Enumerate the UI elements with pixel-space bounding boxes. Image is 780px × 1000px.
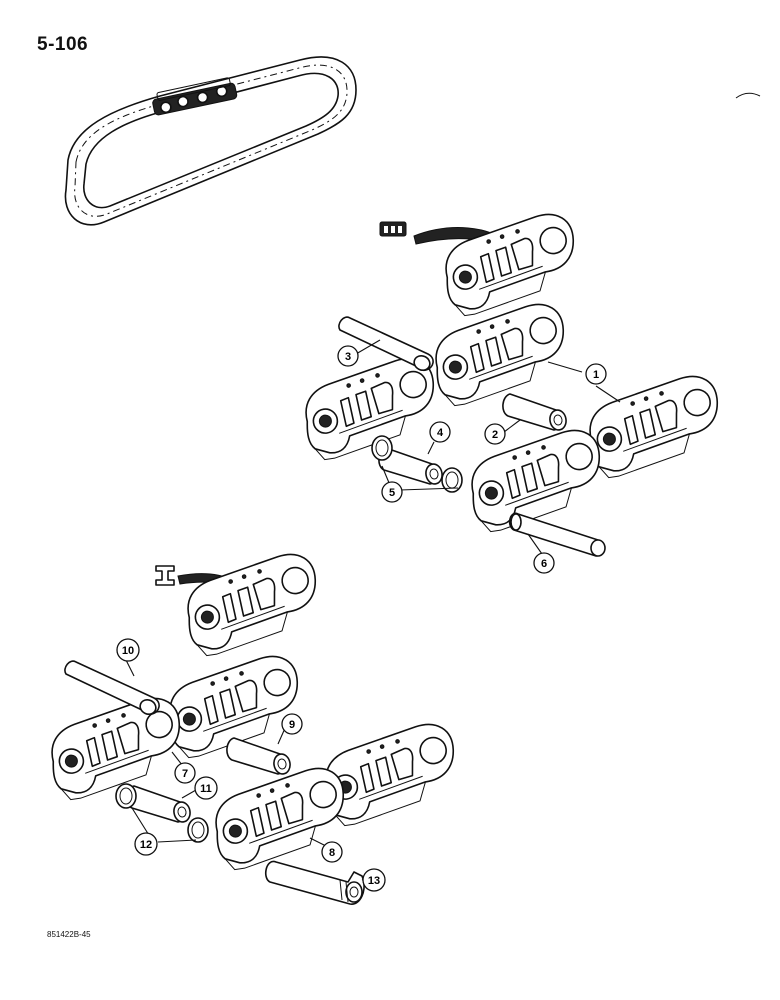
callout-label: 2 [492,429,498,441]
lower-link-right [318,720,463,829]
page-number: 5-106 [37,34,89,55]
callout-4: 4 [429,421,451,443]
callout-label: 8 [329,847,335,859]
upper-pin-6 [508,512,606,557]
callout-label: 1 [593,369,599,381]
track-chain-loop [64,56,357,226]
callout-9: 9 [281,713,303,735]
lower-pin-10 [64,660,160,718]
callout-label: 5 [389,487,395,499]
callout-1: 1 [585,363,607,385]
callout-label: 10 [122,645,134,657]
callout-12: 12 [134,832,158,856]
lower-pin-13 [264,860,365,905]
callout-label: 7 [182,768,188,780]
corner-mark [735,92,761,99]
callout-label: 4 [437,427,444,439]
lower-seal-left [115,783,137,809]
upper-link-left [298,354,443,463]
callout-6: 6 [533,552,555,574]
callout-label: 13 [368,875,380,887]
upper-link-center [428,300,573,409]
callout-2: 2 [484,423,506,445]
chain-links-detail [152,77,238,116]
lower-seal-right [187,817,209,843]
lower-link-left [44,694,189,803]
callout-label: 3 [345,351,351,363]
callout-10: 10 [116,638,140,662]
callout-3: 3 [337,345,359,367]
lower-link-top [180,550,325,659]
callout-label: 11 [200,783,212,795]
upper-link-front [464,426,609,535]
figure-code: 851422B-45 [47,930,91,939]
callout-7: 7 [174,762,196,784]
callout-label: 6 [541,558,547,570]
callout-13: 13 [362,868,386,892]
callout-8: 8 [321,841,343,863]
callout-label: 9 [289,719,295,731]
upper-seal-left [371,435,393,461]
lower-bushing-9 [226,737,293,777]
upper-link-right [582,372,727,481]
lower-bushing-11 [126,785,193,825]
callout-5: 5 [381,481,403,503]
callout-11: 11 [194,776,218,800]
callout-label: 12 [140,839,152,851]
